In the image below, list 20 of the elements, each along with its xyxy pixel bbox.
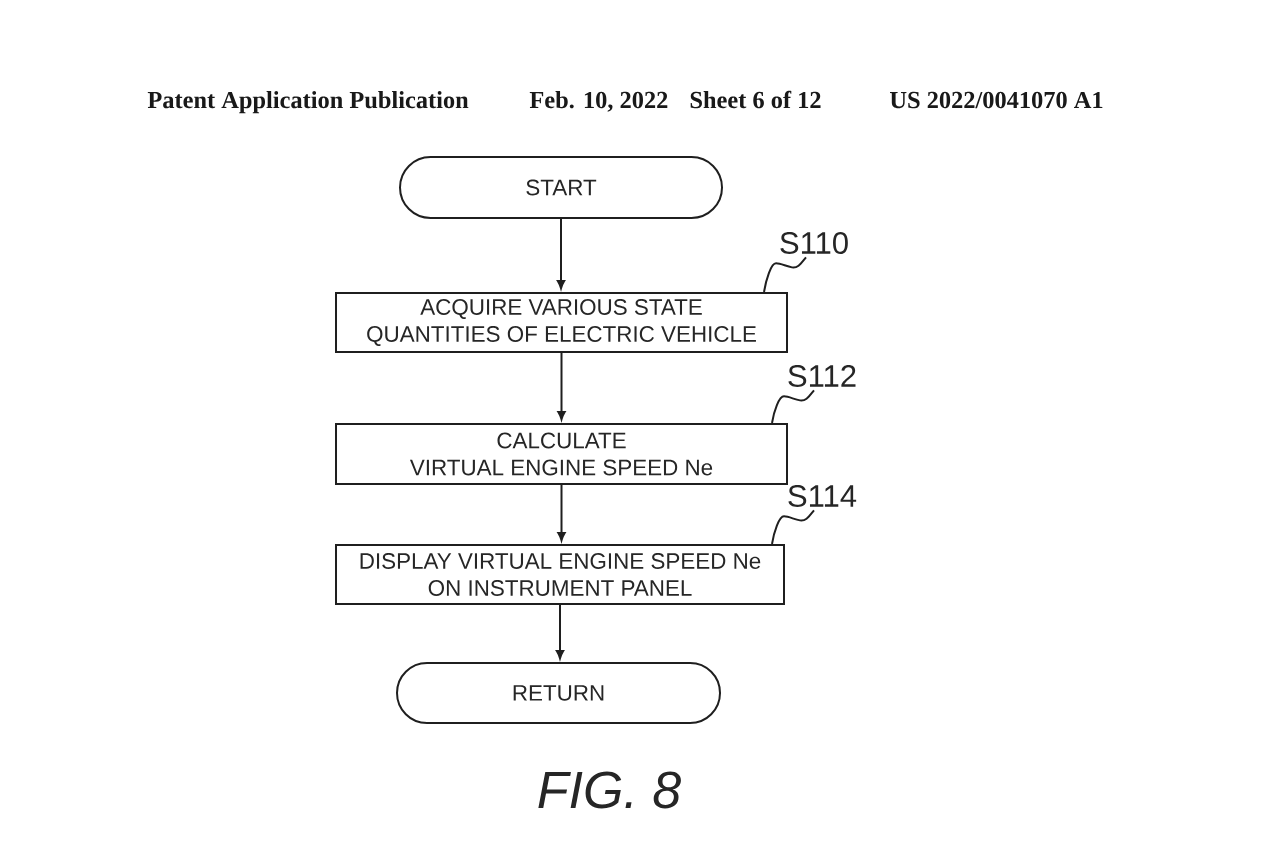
process-box: CALCULATE VIRTUAL ENGINE SPEED Ne bbox=[335, 423, 788, 485]
leader-line bbox=[763, 256, 807, 293]
arrow bbox=[557, 352, 566, 421]
header-text: US 2022/0041070 A1 bbox=[890, 91, 1103, 109]
leader-line bbox=[771, 509, 815, 545]
leader-line bbox=[771, 389, 815, 424]
step-number: S110 bbox=[780, 232, 848, 254]
terminal-box: START bbox=[399, 156, 723, 219]
process-box: ACQUIRE VARIOUS STATE QUANTITIES OF ELECTRIC VEHICLE bbox=[335, 292, 788, 353]
arrow bbox=[557, 484, 566, 542]
header-text: Feb. 10, 2022 bbox=[529, 91, 668, 112]
step-number: S112 bbox=[788, 365, 856, 387]
step-number: S114 bbox=[788, 485, 857, 507]
figure-caption: FIG. 8 bbox=[538, 771, 681, 809]
arrow bbox=[555, 604, 565, 660]
process-box: DISPLAY VIRTUAL ENGINE SPEED Ne ON INSTRUMENT PANEL bbox=[335, 544, 785, 605]
arrow bbox=[556, 218, 566, 290]
header-text: Patent Application Publication bbox=[147, 91, 469, 114]
header-text: Sheet 6 of 12 bbox=[690, 90, 821, 109]
terminal-box: RETURN bbox=[396, 662, 721, 724]
